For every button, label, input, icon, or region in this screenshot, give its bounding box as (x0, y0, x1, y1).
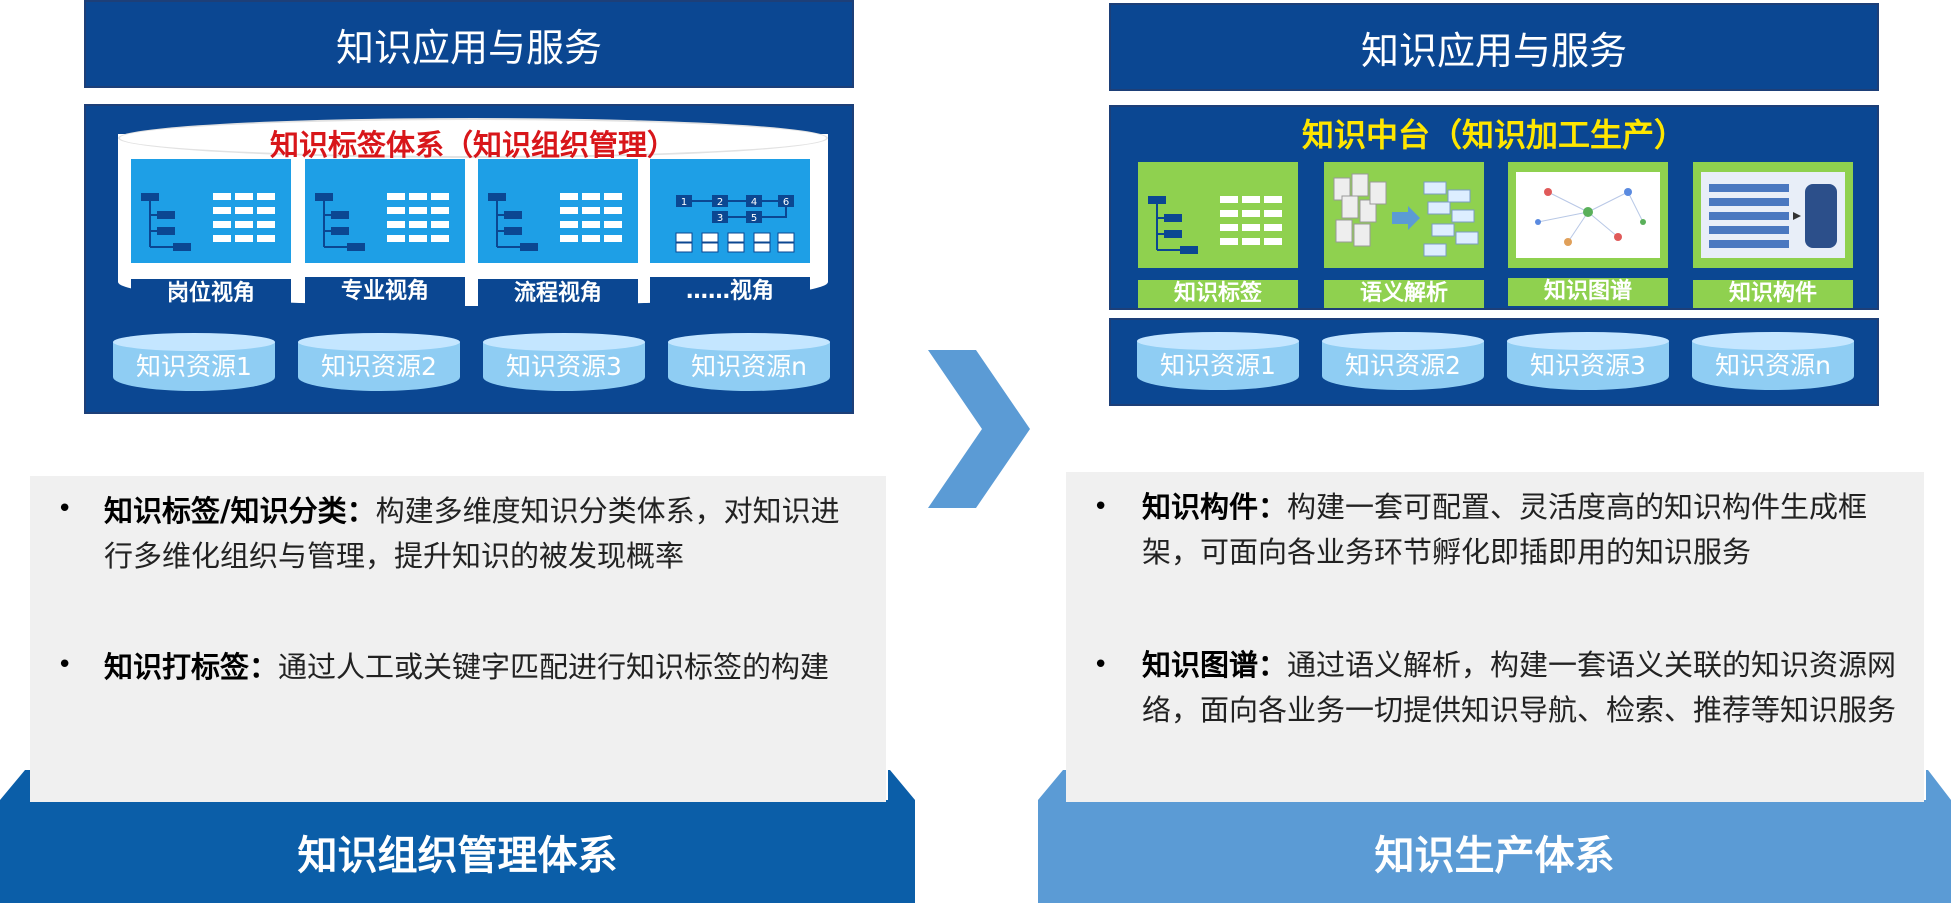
resource-cylinder-1: 知识资源1 (1137, 332, 1299, 390)
module-tile-component (1693, 162, 1853, 268)
bullet-text: 通过语义解析，构建一套语义关联的知识资源网络，面向各业务一切提供知识导航、检索、… (1142, 648, 1897, 727)
flow-number: 5 (751, 213, 757, 224)
resource-label: 知识资源n (691, 352, 807, 381)
left-header: 知识应用与服务 (84, 0, 854, 88)
bullet-text: 通过人工或关键字匹配进行知识标签的构建 (278, 650, 830, 684)
flow-number: 1 (681, 197, 687, 208)
module-tile-graph (1508, 162, 1668, 268)
view-label-4: ……视角 (650, 277, 810, 307)
resource-label: 知识资源1 (136, 352, 252, 381)
right-header: 知识应用与服务 (1109, 3, 1879, 91)
right-system-title: 知识中台（知识加工生产） (1301, 116, 1686, 154)
right-footer-title: 知识生产体系 (1374, 832, 1615, 879)
tree-table-icon (1148, 196, 1282, 254)
resource-label: 知识资源n (1715, 351, 1831, 380)
resource-cylinder-4: 知识资源n (668, 333, 830, 391)
view-tile-4: 1 2 4 6 3 5 (650, 159, 810, 263)
resource-label: 知识资源3 (1530, 351, 1646, 380)
left-bullet-1: 知识标签/知识分类：构建多维度知识分类体系，对知识进行多维化组织与管理，提升知识… (104, 489, 862, 579)
tree-table-icon (141, 193, 275, 251)
resource-label: 知识资源2 (321, 352, 437, 381)
view-label-3: 流程视角 (478, 279, 638, 309)
left-footer-shape (0, 770, 915, 903)
resource-cylinder-3: 知识资源3 (1507, 332, 1669, 390)
document-stack-icon (1333, 173, 1479, 257)
resource-label: 知识资源3 (506, 352, 622, 381)
bullet-title: 知识图谱： (1142, 648, 1288, 682)
bullet-title: 知识标签/知识分类： (104, 494, 376, 528)
view-tile-3 (478, 159, 638, 263)
tree-table-icon (315, 193, 449, 251)
resource-cylinder-2: 知识资源2 (1322, 332, 1484, 390)
left-system-title: 知识标签体系（知识组织管理） (269, 128, 676, 162)
flow-number: 3 (717, 213, 723, 224)
left-text-box (30, 476, 886, 802)
knowledge-graph-icon (1516, 172, 1660, 258)
module-tile-tags (1138, 162, 1298, 268)
view-label-2: 专业视角 (305, 277, 465, 307)
left-footer-title: 知识组织管理体系 (297, 832, 618, 879)
module-label-component: 知识构件 (1693, 280, 1853, 308)
chevron-right-icon (928, 350, 1030, 508)
resource-cylinder-3: 知识资源3 (483, 333, 645, 391)
right-text-box (1066, 472, 1924, 802)
bullet-title: 知识构件： (1142, 490, 1288, 524)
bullet-title: 知识打标签： (104, 650, 279, 684)
flow-number: 4 (751, 197, 757, 208)
bullet-dot: • (1093, 650, 1109, 680)
right-footer-shape (1038, 770, 1951, 903)
module-label-tags: 知识标签 (1138, 280, 1298, 308)
resource-label: 知识资源1 (1160, 351, 1276, 380)
left-bullet-2: 知识打标签：通过人工或关键字匹配进行知识标签的构建 (104, 645, 862, 690)
resource-label: 知识资源2 (1345, 351, 1461, 380)
right-header-text: 知识应用与服务 (1360, 28, 1627, 73)
view-label-1: 岗位视角 (131, 279, 291, 309)
bullet-dot: • (1093, 492, 1109, 522)
bullet-text: 构建多维度知识分类体系，对知识进行多维化组织与管理，提升知识的被发现概率 (104, 494, 840, 573)
resource-cylinder-1: 知识资源1 (113, 333, 275, 391)
flow-number: 6 (783, 197, 789, 208)
bullet-dot: • (57, 494, 73, 524)
module-label-graph: 知识图谱 (1508, 278, 1668, 306)
left-header-text: 知识应用与服务 (335, 25, 602, 70)
flow-number: 2 (717, 197, 723, 208)
view-tile-1 (131, 159, 291, 263)
module-label-semantic: 语义解析 (1324, 280, 1484, 308)
bullet-dot: • (57, 650, 73, 680)
resource-cylinder-2: 知识资源2 (298, 333, 460, 391)
flow-diagram-icon: 1 2 4 6 3 5 (675, 195, 795, 253)
bullet-text: 构建一套可配置、灵活度高的知识构件生成框架，可面向各业务环节孵化即插即用的知识服… (1142, 490, 1868, 569)
right-bullet-1: 知识构件：构建一套可配置、灵活度高的知识构件生成框架，可面向各业务环节孵化即插即… (1142, 485, 1902, 575)
component-diagram-icon (1701, 172, 1845, 258)
resource-cylinder-4: 知识资源n (1692, 332, 1854, 390)
right-bullet-2: 知识图谱：通过语义解析，构建一套语义关联的知识资源网络，面向各业务一切提供知识导… (1142, 643, 1902, 733)
view-tile-2 (305, 159, 465, 263)
module-tile-semantic (1324, 162, 1484, 268)
tree-table-icon (488, 193, 622, 251)
